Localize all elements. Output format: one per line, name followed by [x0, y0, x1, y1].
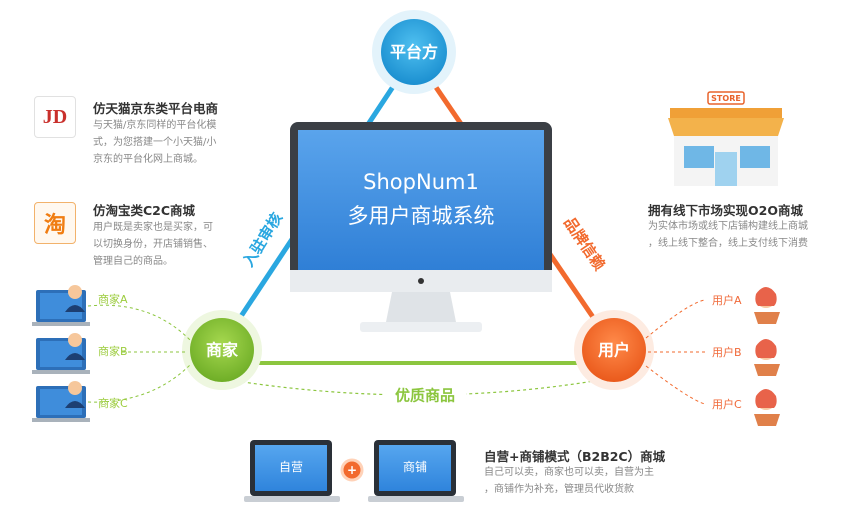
monitor-title-line1: ShopNum1 [363, 170, 479, 194]
edge-label-quality: 优质商品 [395, 387, 455, 405]
merchant-row-a: 商家A [32, 285, 191, 341]
user-row-c: 用户C [645, 365, 780, 426]
b2b2c-desc-line: ，商铺作为补充，管理员代收货款 [484, 484, 634, 495]
b2b2c-desc: 自己可以卖，商家也可以卖，自营为主 ，商铺作为补充，管理员代收货款 [484, 464, 714, 498]
o2o-title: 拥有线下市场实现O2O商城 [648, 203, 803, 218]
o2o-desc-line: ，线上线下整合，线上支付线下消费 [648, 238, 808, 249]
user-row-b: 用户B [648, 339, 780, 376]
merchant-label-b: 商家B [98, 344, 128, 358]
o2o-desc-line: 为实体市场或线下店铺构建线上商城 [648, 221, 808, 232]
monitor-screen [298, 130, 544, 270]
o2o-desc: 为实体市场或线下店铺构建线上商城 ，线上线下整合，线上支付线下消费 [648, 218, 858, 252]
hub-platform: 平台方 [372, 10, 456, 94]
user-label-a: 用户A [712, 293, 742, 307]
hub-merchant: 商家 [182, 310, 262, 390]
jd-logo-text: JD [42, 105, 68, 128]
hub-merchant-label: 商家 [206, 341, 239, 360]
store-icon: STORE [668, 91, 784, 186]
user-list: 用户A 用户B 用户C [645, 287, 780, 426]
hub-user-label: 用户 [598, 341, 630, 360]
taobao-desc-line: 用户既是卖家也是买家，可 [93, 222, 213, 233]
hub-user: 用户 [574, 310, 654, 390]
laptop-shop: 商铺 [368, 440, 464, 502]
merchant-list: 商家A 商家B 商家C [32, 285, 191, 422]
merchant-row-b: 商家B [32, 333, 188, 374]
monitor-title-line2: 多用户商城系统 [347, 204, 495, 228]
jd-desc-line: 京东的平台化网上商城。 [93, 154, 203, 165]
jd-desc-line: 式，为您搭建一个小天猫/小 [93, 137, 217, 148]
user-label-b: 用户B [712, 345, 742, 359]
monitor [290, 122, 552, 332]
jd-title: 仿天猫京东类平台电商 [93, 101, 219, 116]
b2b2c-title: 自营+商铺模式（B2B2C）商城 [484, 449, 666, 464]
user-row-a: 用户A [645, 287, 780, 339]
taobao-title: 仿淘宝类C2C商城 [93, 203, 196, 218]
plus-icon: + [340, 458, 364, 482]
plus-label: + [347, 463, 357, 477]
jd-desc-line: 与天猫/京东同样的平台化模 [93, 120, 217, 131]
quality-label-bg [384, 384, 466, 406]
laptop-shop-label: 商铺 [403, 459, 427, 474]
hub-platform-label: 平台方 [390, 43, 438, 62]
user-label-c: 用户C [712, 397, 742, 411]
jd-desc: 与天猫/京东同样的平台化模 式，为您搭建一个小天猫/小 京东的平台化网上商城。 [93, 117, 233, 168]
taobao-desc: 用户既是卖家也是买家，可 以切换身份，开店铺销售、 管理自己的商品。 [93, 219, 233, 270]
laptop-self-operated: 自营 [244, 440, 340, 502]
merchant-label-a: 商家A [98, 292, 128, 306]
merchant-label-c: 商家C [98, 396, 128, 410]
taobao-desc-line: 以切换身份，开店铺销售、 [93, 239, 213, 250]
jd-logo-icon: JD [34, 96, 76, 138]
store-sign-text: STORE [711, 94, 741, 103]
laptop-self-label: 自营 [279, 460, 303, 474]
b2b2c-desc-line: 自己可以卖，商家也可以卖，自营为主 [484, 467, 654, 478]
merchant-row-c: 商家C [32, 364, 191, 422]
taobao-logo-text: 淘 [43, 213, 66, 238]
taobao-desc-line: 管理自己的商品。 [93, 256, 173, 267]
taobao-logo-icon: 淘 [34, 202, 76, 244]
edge-label-trust: 品牌信赖 [560, 214, 608, 274]
